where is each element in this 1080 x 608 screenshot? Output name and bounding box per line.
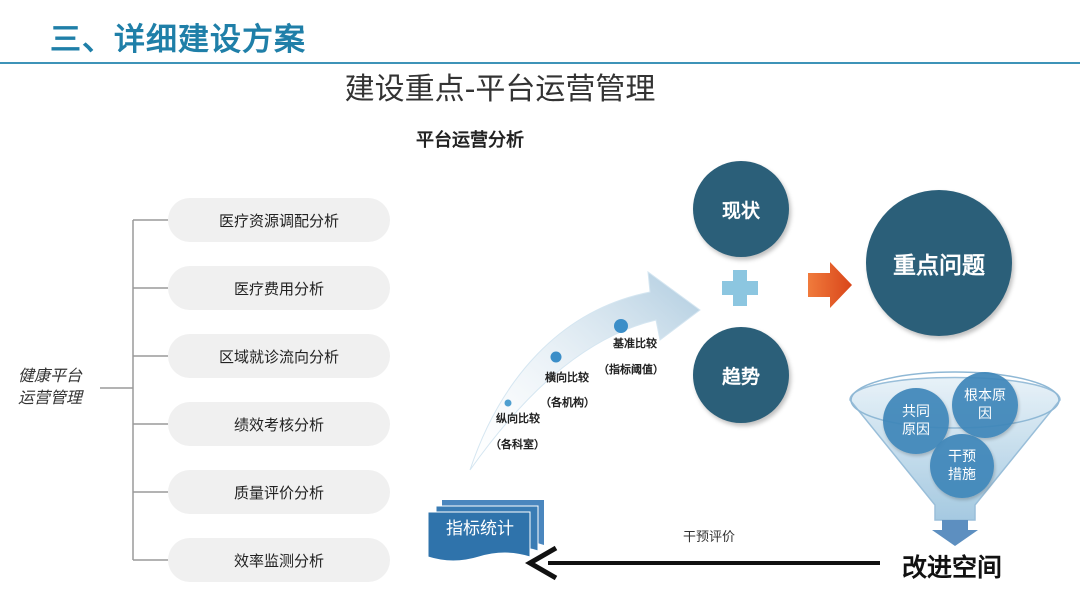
header-title: 三、详细建设方案 (50, 22, 306, 58)
root-cause-line2: 因 (978, 406, 992, 422)
indicator-stats-label: 指标统计 (446, 519, 514, 539)
funnel-rim (850, 371, 1060, 429)
platform-label-line2: 运营管理 (18, 388, 83, 407)
doc-stack-front (427, 511, 531, 562)
platform-label: 健康平台 运营管理 (18, 365, 82, 409)
platform-label-line1: 健康平台 (18, 366, 83, 385)
root-cause-circle: 根本原 因 (952, 372, 1018, 438)
horizontal-compare-label: 横向比较 (545, 371, 589, 384)
vertical-dot (504, 399, 512, 407)
benchmark-compare-label: 基准比较 (613, 337, 657, 350)
horizontal-compare-sub: （各机构） (540, 396, 595, 409)
common-cause-line1: 共同 (902, 404, 930, 420)
root-cause-line1: 根本原 (964, 388, 1006, 404)
analysis-item: 绩效考核分析 (168, 402, 390, 446)
key-issue-circle: 重点问题 (866, 190, 1012, 336)
analysis-item: 效率监测分析 (168, 538, 390, 582)
horizontal-dot (550, 351, 562, 363)
feedback-arrow-head (524, 545, 558, 581)
intervention-line2: 措施 (948, 467, 976, 483)
analysis-item: 医疗费用分析 (168, 266, 390, 310)
section-label: 平台运营分析 (416, 130, 524, 151)
analysis-item: 质量评价分析 (168, 470, 390, 514)
plus-icon-bar (722, 281, 758, 295)
funnel-down-arrow (932, 520, 978, 546)
trend-label: 趋势 (721, 365, 760, 388)
intervention-circle: 干预 措施 (930, 434, 994, 498)
status-label: 现状 (721, 199, 760, 222)
analysis-item: 医疗资源调配分析 (168, 198, 390, 242)
feedback-label: 干预评价 (683, 530, 736, 545)
benchmark-dot (614, 319, 628, 333)
key-issue-label: 重点问题 (893, 253, 985, 279)
vertical-compare-label: 纵向比较 (496, 412, 540, 425)
common-cause-line2: 原因 (902, 422, 930, 438)
header-divider (0, 62, 1080, 64)
orange-arrow (808, 262, 852, 308)
improvement-label: 改进空间 (902, 553, 1003, 582)
benchmark-compare-sub: （指标阈值） (598, 363, 664, 376)
trend-circle: 趋势 (693, 327, 789, 423)
analysis-item: 区域就诊流向分析 (168, 334, 390, 378)
status-circle: 现状 (693, 161, 789, 257)
slide-title: 建设重点-平台运营管理 (344, 72, 656, 107)
growth-curve-arrow (469, 270, 701, 471)
intervention-line1: 干预 (948, 449, 976, 465)
vertical-compare-sub: （各科室） (490, 438, 545, 451)
